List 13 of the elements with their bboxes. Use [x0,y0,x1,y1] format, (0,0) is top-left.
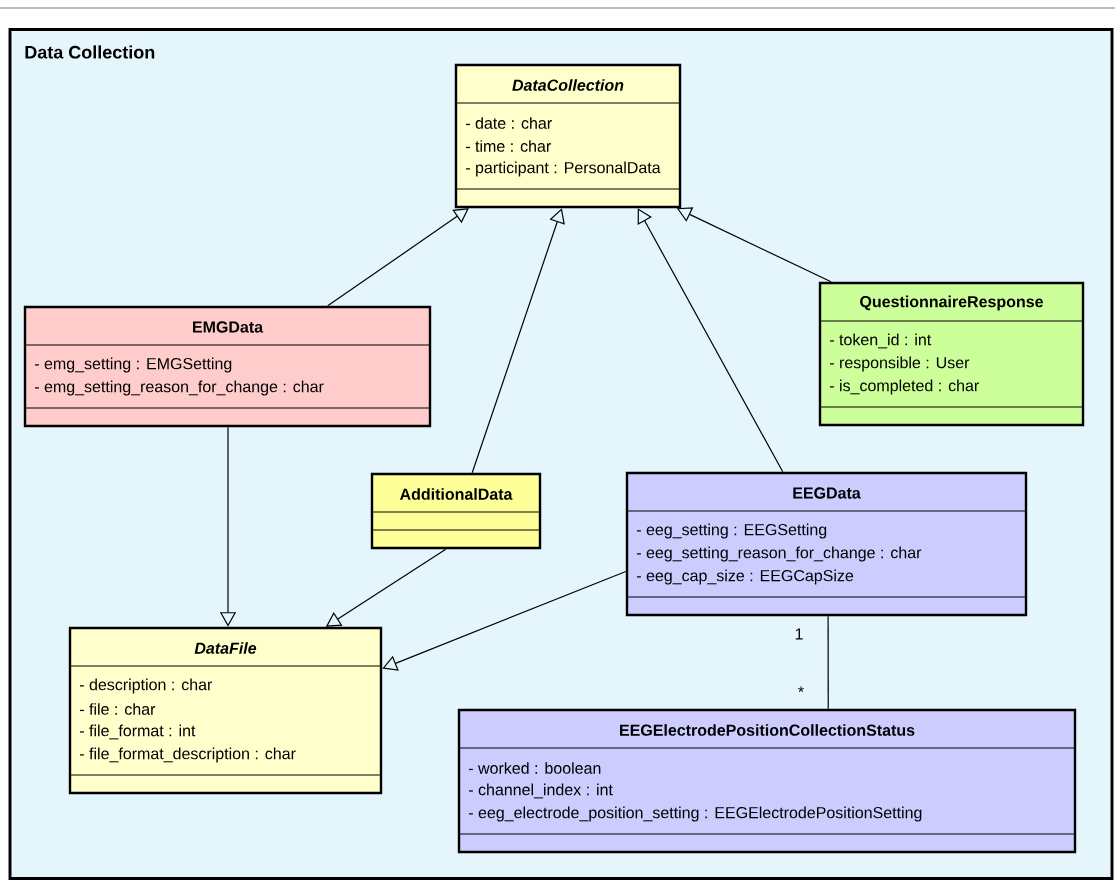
class-box: QuestionnaireResponse - token_id : int - responsible : User - is_completed : char [818,281,1085,427]
class-box: AdditionalData [370,472,542,550]
association-line [827,615,829,710]
class-box: DataCollection - date : char - time : char - participant : PersonalData [454,63,682,209]
class-box: EEGElectrodePositionCollectionStatus - worked : boolean - channel_index : int - eeg_electrode_position_setting : EEGElectrodePositionSetting [457,708,1077,854]
multiplicity-label: * [798,686,804,693]
class-box: DataFile - description : char - file : char - file_format : int - file_format_description : char [68,626,383,795]
generalization-arrow [327,208,469,307]
generalization-arrow [637,208,784,473]
class-box: EEGData - eeg_setting : EEGSetting - eeg_setting_reason_for_change : char - eeg_cap_size : EEGCapSize [625,471,1028,617]
generalization-arrow [382,570,627,671]
generalization-arrow [471,208,565,474]
class-box: EMGData - emg_setting : EMGSetting - emg_setting_reason_for_change : char [23,305,432,428]
